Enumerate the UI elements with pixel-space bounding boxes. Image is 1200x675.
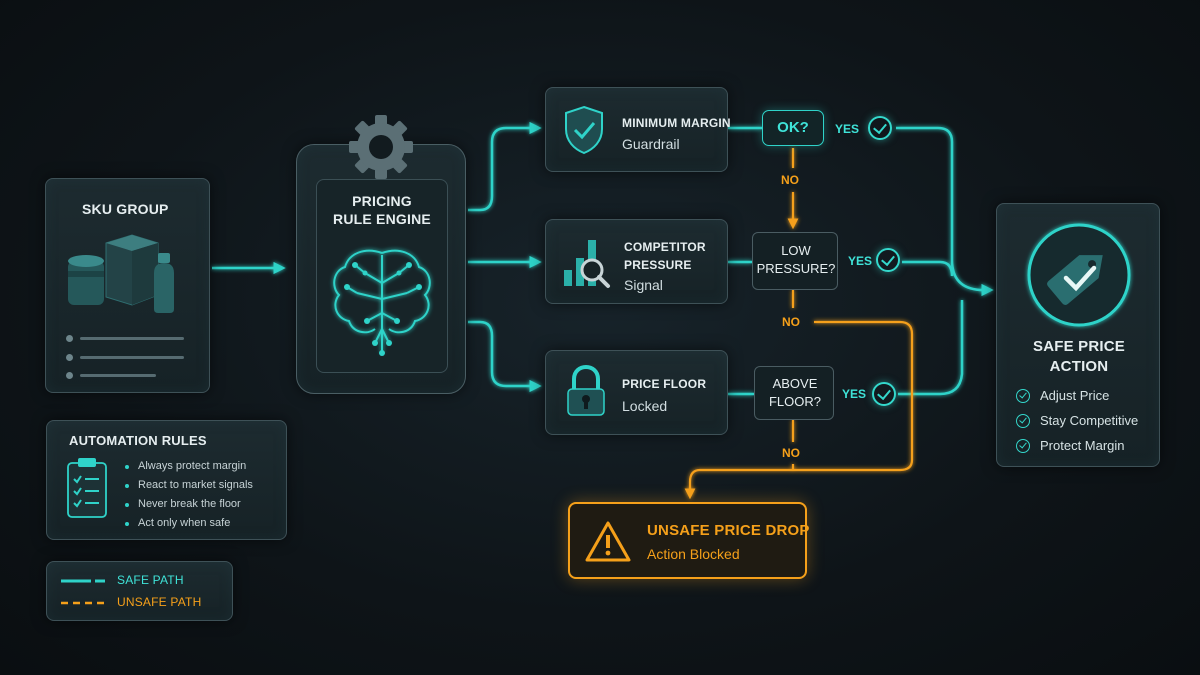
minimum-margin-title: MINIMUM MARGIN [622,116,731,130]
competitor-pressure-subtitle: Signal [624,277,663,293]
decision-ok: OK? [762,110,824,146]
decision-ok-label: OK? [777,119,809,136]
above-floor-no-label: NO [782,446,800,460]
rule-item-4: Act only when safe [138,517,231,529]
rule-bullet-1 [125,465,129,469]
legend-safe-label: SAFE PATH [117,573,184,587]
unsafe-path-swatch [61,601,105,605]
minimum-margin-box: MINIMUM MARGIN Guardrail [545,87,731,172]
price-floor-subtitle: Locked [622,398,668,414]
unsafe-price-drop-subtitle: Action Blocked [647,546,740,562]
legend-panel: SAFE PATH UNSAFE PATH [46,561,233,621]
ok-yes-check-icon [868,116,892,140]
unsafe-price-drop-title: UNSAFE PRICE DROP [647,522,810,539]
link-above-yes-to-action [898,300,964,396]
bar-chart-search-icon [564,240,610,288]
products-icon [68,234,174,313]
stay-competitive-check-icon [1016,414,1030,428]
rule-engine-panel: PRICING RULE ENGINE [296,144,466,394]
rule-item-3: Never break the floor [138,498,241,510]
decision-above-floor-line-2: FLOOR? [768,394,821,409]
warning-icon [585,521,631,562]
sku-list-line-3 [66,372,184,379]
ok-yes-label: YES [835,122,860,136]
decision-above-floor: ABOVE FLOOR? [754,366,834,420]
competitor-pressure-box: COMPETITOR PRESSURE Signal [545,219,728,304]
sku-group-panel: SKU GROUP [45,178,210,393]
decision-above-floor-line-1: ABOVE [772,376,818,391]
shield-check-icon [565,105,603,155]
lock-icon [567,364,605,416]
sku-list-line-2 [66,354,184,361]
safe-price-action-title-2: ACTION [1049,358,1109,375]
legend-unsafe-label: UNSAFE PATH [117,595,202,609]
rule-bullet-3 [125,503,129,507]
sku-list-line-1 [66,335,184,342]
safe-action-item-2: Stay Competitive [1040,413,1139,428]
protect-margin-check-icon [1016,439,1030,453]
price-tag-check-icon [1027,223,1131,327]
adjust-price-check-icon [1016,389,1030,403]
above-floor-yes-check-icon [872,382,896,406]
low-pressure-yes-label: YES [848,254,873,268]
price-floor-title: PRICE FLOOR [622,377,707,391]
rule-item-2: React to market signals [138,479,253,491]
rule-engine-title-2: RULE ENGINE [333,211,431,227]
price-floor-box: PRICE FLOOR Locked [545,350,728,435]
automation-rules-panel: AUTOMATION RULES Always protect margin R… [46,420,287,540]
unsafe-price-drop-panel: UNSAFE PRICE DROP Action Blocked [568,502,810,579]
link-engine-to-floor [468,320,542,393]
decision-low-pressure: LOW PRESSURE? [752,232,838,290]
decision-low-pressure-line-2: PRESSURE? [756,261,836,276]
rule-engine-title-1: PRICING [352,193,412,209]
low-pressure-yes-check-icon [876,248,900,272]
safe-action-item-1: Adjust Price [1040,388,1110,403]
sku-group-title: SKU GROUP [82,201,169,217]
brain-circuit-icon [333,249,431,356]
rule-item-1: Always protect margin [138,460,247,472]
above-floor-yes-label: YES [842,387,867,401]
safe-path-swatch [61,579,105,583]
rule-bullet-2 [125,484,129,488]
competitor-pressure-title-1: COMPETITOR [624,240,706,254]
automation-rules-title: AUTOMATION RULES [69,433,207,448]
clipboard-checklist-icon [67,458,107,518]
rule-bullet-4 [125,522,129,526]
minimum-margin-subtitle: Guardrail [622,136,680,152]
decision-low-pressure-line-1: LOW [781,243,811,258]
link-low-no-branch [684,320,914,500]
link-engine-to-margin [468,121,542,212]
competitor-pressure-title-2: PRESSURE [624,258,692,272]
ok-no-label: NO [781,173,799,187]
safe-action-item-3: Protect Margin [1040,438,1125,453]
safe-price-action-panel: SAFE PRICE ACTION Adjust Price Stay Comp… [996,203,1160,467]
low-pressure-no-label: NO [782,315,800,329]
link-low-yes-to-action [902,260,954,277]
gear-icon [349,115,413,179]
link-ok-yes-to-action [896,126,994,297]
safe-price-action-title-1: SAFE PRICE [1032,338,1125,355]
